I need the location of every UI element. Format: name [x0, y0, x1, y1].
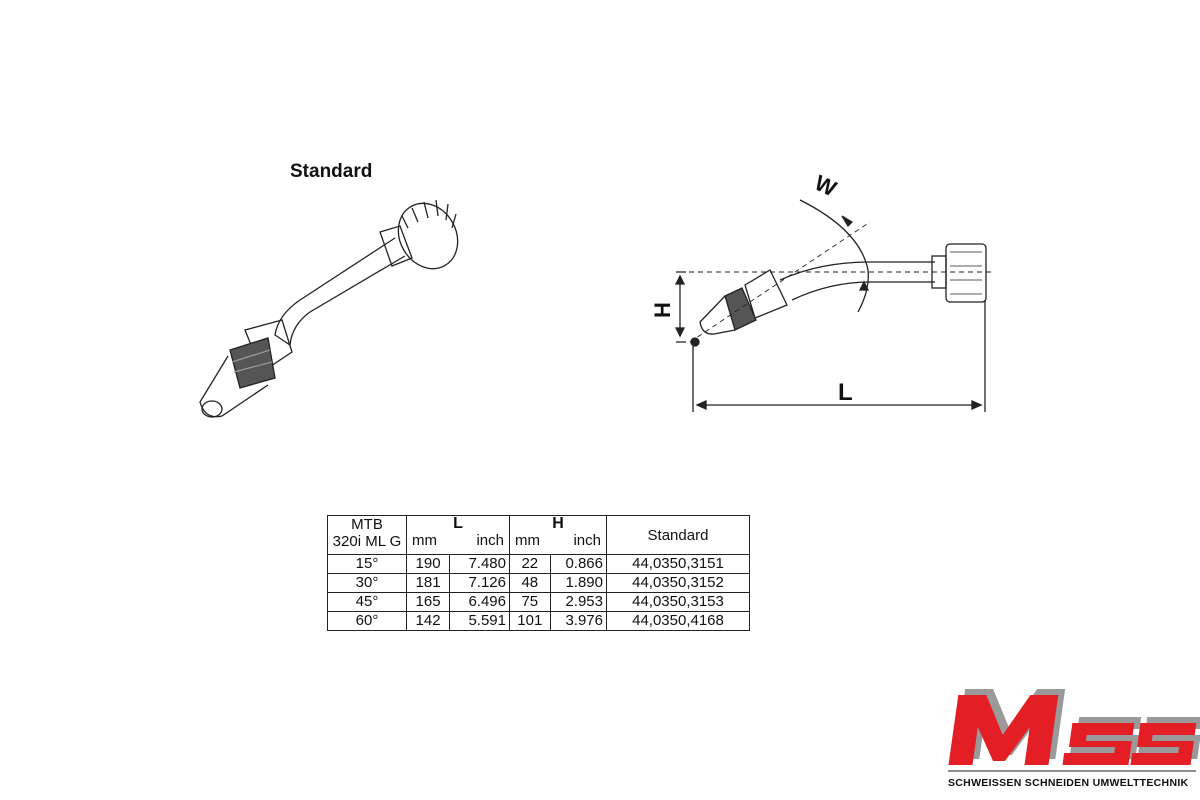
- cell-l-mm: 181: [405, 573, 451, 593]
- cell-angle: 15°: [327, 554, 407, 574]
- cell-l-inch: 6.496: [449, 592, 510, 612]
- cell-h-mm: 22: [509, 554, 551, 574]
- torch-neck-dimension-drawing: [674, 199, 995, 412]
- cell-standard: 44,0350,3152: [606, 573, 750, 593]
- standard-header: Standard: [606, 515, 750, 555]
- cell-angle: 30°: [327, 573, 407, 593]
- cell-standard: 44,0350,3153: [606, 592, 750, 612]
- cell-standard: 44,0350,3151: [606, 554, 750, 574]
- cell-standard: 44,0350,4168: [606, 611, 750, 631]
- cell-h-mm: 101: [509, 611, 551, 631]
- cell-l-mm: 165: [405, 592, 451, 612]
- angle-w-label: W: [811, 170, 841, 202]
- technical-drawings: W H L: [199, 170, 995, 418]
- cell-h-inch: 0.866: [549, 554, 608, 574]
- cell-l-mm: 190: [405, 554, 451, 574]
- page-title: Standard: [290, 161, 373, 182]
- cell-h-inch: 2.953: [549, 592, 608, 612]
- height-h-label: H: [650, 302, 675, 318]
- cell-h-inch: 1.890: [549, 573, 608, 593]
- cell-h-mm: 48: [509, 573, 551, 593]
- cell-angle: 60°: [327, 611, 407, 631]
- cell-l-inch: 7.126: [449, 573, 510, 593]
- mss-logo: SCHWEISSEN SCHNEIDEN UMWELTTECHNIK: [938, 683, 1200, 795]
- cell-angle: 45°: [327, 592, 407, 612]
- torch-neck-perspective-drawing: [199, 199, 459, 418]
- cell-l-mm: 142: [405, 611, 451, 631]
- cell-h-inch: 3.976: [549, 611, 608, 631]
- length-l-label: L: [838, 379, 853, 406]
- cell-l-inch: 7.480: [449, 554, 510, 574]
- cell-h-mm: 75: [509, 592, 551, 612]
- cell-l-inch: 5.591: [449, 611, 510, 631]
- logo-tagline: SCHWEISSEN SCHNEIDEN UMWELTTECHNIK: [948, 777, 1189, 789]
